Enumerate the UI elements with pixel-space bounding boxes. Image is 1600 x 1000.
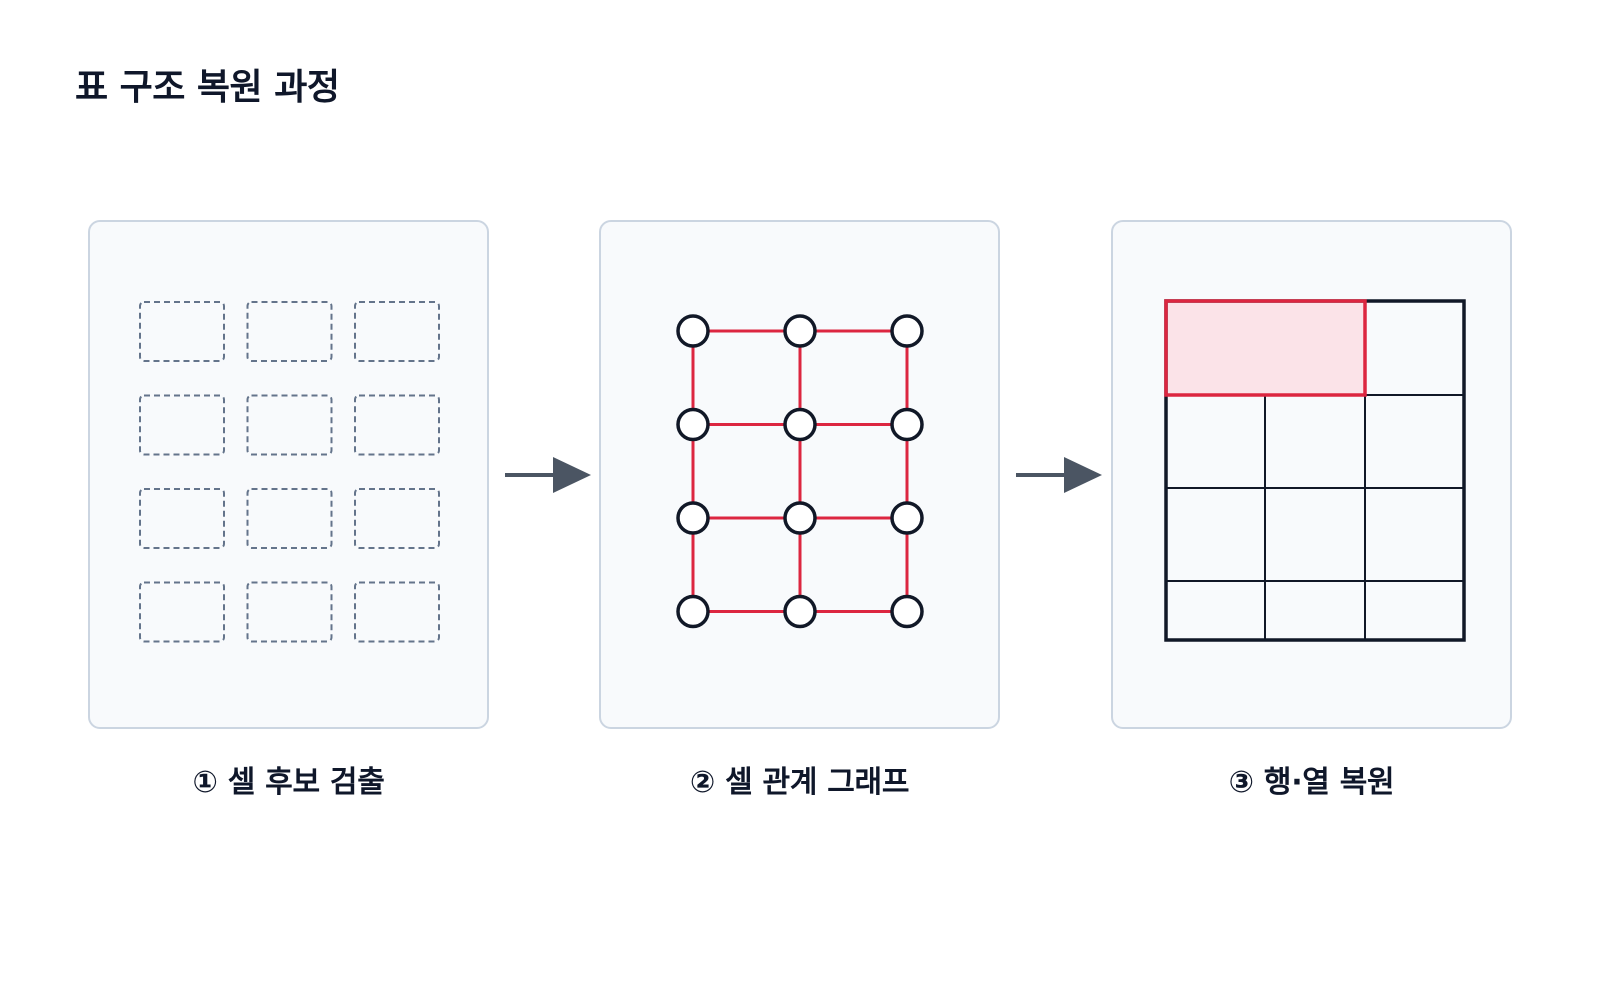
step-3-label: ③ 행·열 복원: [1228, 765, 1395, 800]
cell-candidate-box: [246, 394, 333, 456]
step-1-panel: [88, 220, 489, 729]
cell-candidate-box: [354, 301, 440, 362]
merged-cell-border: [1164, 299, 1367, 397]
cell-candidate-box: [246, 488, 333, 549]
graph-node: [676, 594, 710, 629]
cell-candidate-box: [354, 488, 440, 549]
graph-node: [676, 501, 710, 535]
graph-node: [676, 314, 710, 348]
cell-candidate-box: [354, 394, 440, 456]
graph-node: [890, 407, 924, 442]
cell-candidate-box: [139, 581, 225, 643]
cell-relation-graph: [676, 314, 924, 629]
cell-candidate-box: [139, 301, 225, 362]
reconstructed-table-graphic: [1164, 299, 1466, 642]
step-3-panel: [1111, 220, 1512, 729]
cell-candidate-box: [139, 394, 225, 456]
cell-candidates-graphic: [139, 301, 440, 643]
graph-node: [890, 594, 924, 629]
graph-node: [783, 594, 817, 629]
cell-candidate-box: [354, 581, 440, 643]
graph-node: [676, 407, 710, 442]
step-2-panel: [599, 220, 1000, 729]
graph-node: [783, 314, 817, 348]
step-2-label: ② 셀 관계 그래프: [689, 765, 910, 800]
cell-candidate-box: [246, 581, 333, 643]
page-title: 표 구조 복원 과정: [75, 67, 340, 108]
graph-node: [783, 407, 817, 442]
graph-node: [890, 314, 924, 348]
graph-node: [783, 501, 817, 535]
cell-candidate-box: [246, 301, 333, 362]
arrow-right-icon: [1016, 457, 1102, 493]
merged-cell-highlight: [1166, 301, 1365, 395]
arrow-right-icon: [505, 457, 591, 493]
graph-node: [890, 501, 924, 535]
cell-candidate-box: [139, 488, 225, 549]
step-1-label: ① 셀 후보 검출: [192, 765, 385, 800]
